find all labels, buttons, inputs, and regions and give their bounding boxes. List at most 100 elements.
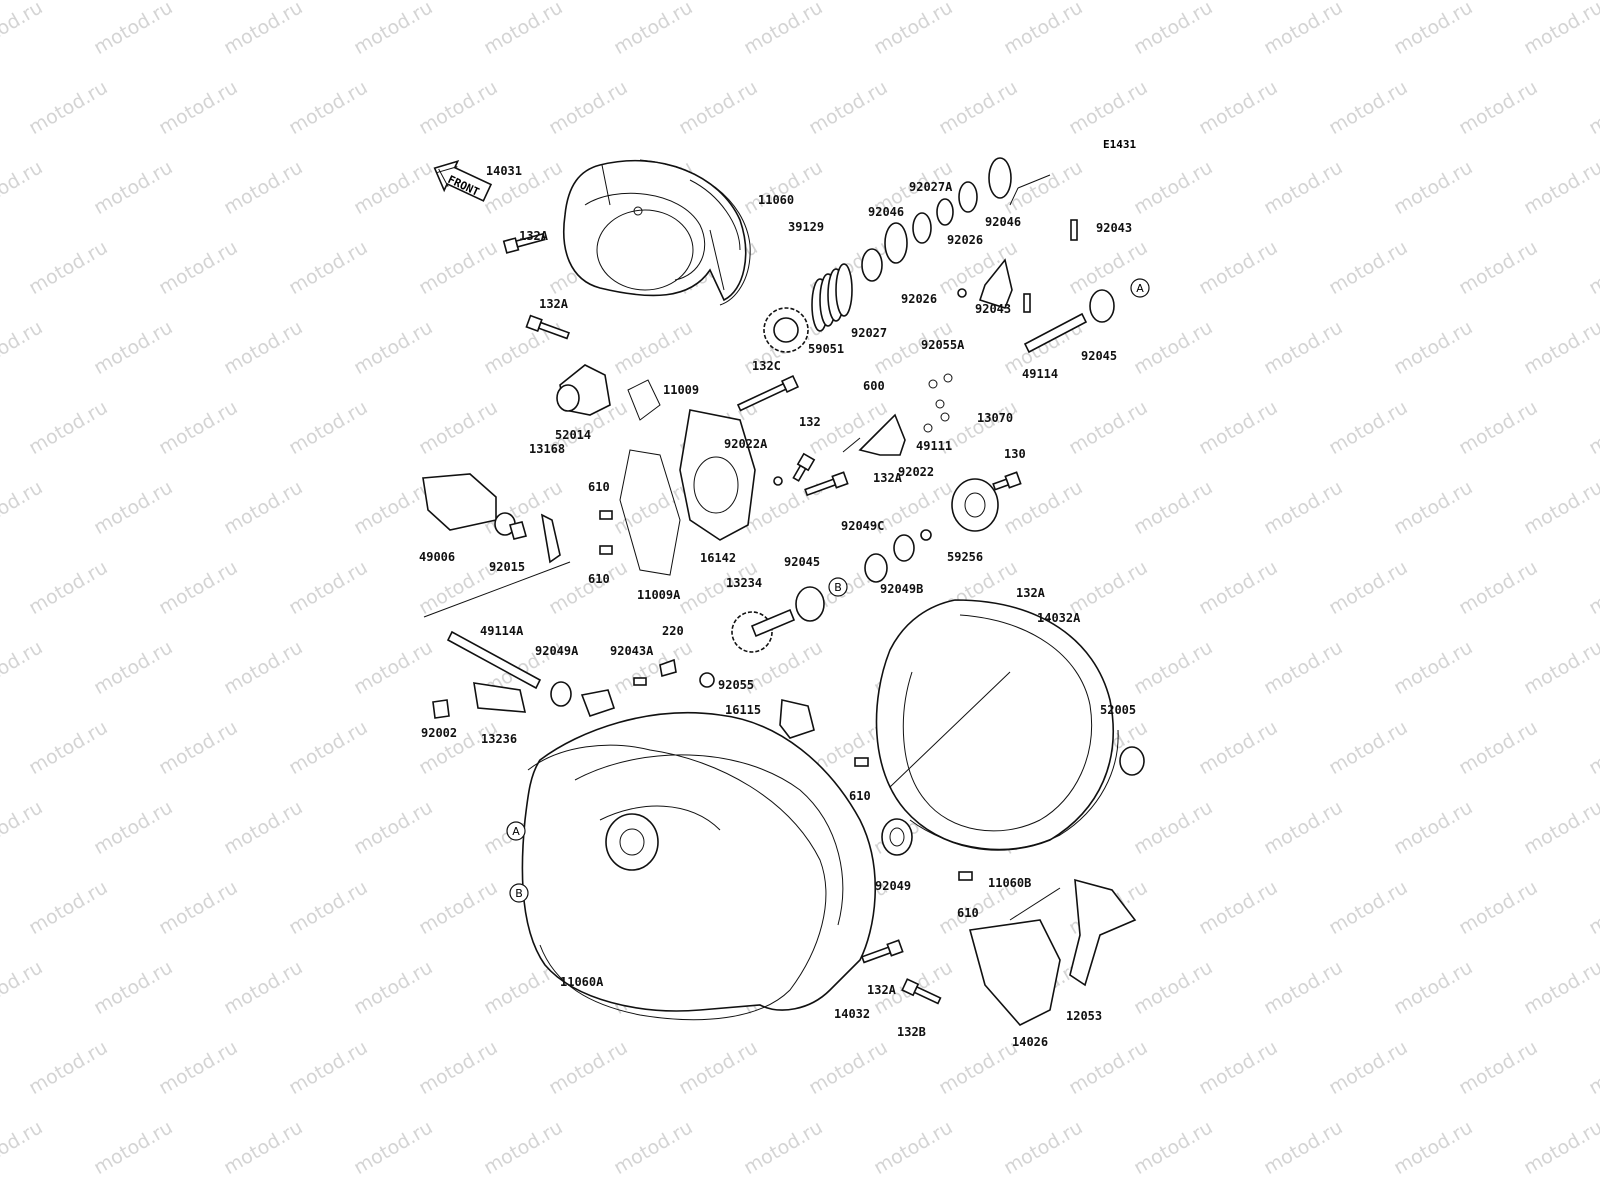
part-number-label: 49114 [1022,367,1058,381]
pin-drawing [1070,219,1078,241]
part-number-label: 610 [588,480,610,494]
part-number-label: 610 [849,789,871,803]
spring-drawing [811,263,853,332]
seal-drawing [864,553,888,583]
breather-drawing [422,473,497,531]
bolt-drawing [502,232,546,254]
shaft-drawing [1023,312,1088,354]
crankcase-cover-drawing [574,754,844,926]
gasket-drawing [619,449,681,576]
part-number-label: 610 [957,906,979,920]
leader-lines [423,174,1061,921]
bearing-drawing [1089,289,1115,323]
part-number-label: 49111 [916,439,952,453]
bolt-drawing [792,452,816,482]
part-number-label: 59051 [808,342,844,356]
ball-holder-drawing [858,413,906,456]
part-number-label: 13234 [726,576,762,590]
part-number-label: 92043 [975,302,1011,316]
callout-marker: B [509,883,529,903]
part-number-label: 132A [867,983,897,997]
dowel-drawing [599,545,613,555]
washer-drawing [920,529,932,541]
part-number-label: 132A [519,229,549,243]
ball-drawing [928,379,938,389]
part-number-label: 49006 [419,550,455,564]
washer-drawing [958,181,978,213]
part-number-label: 11060A [560,975,604,989]
dowel-drawing [599,510,613,520]
seal-drawing [1119,746,1145,776]
part-number-label: 92026 [901,292,937,306]
part-number-label: 11060 [758,193,794,207]
dowel-drawing [958,871,973,881]
part-number-label: 92002 [421,726,457,740]
part-number-label: 92022 [898,465,934,479]
oring-drawing [957,288,967,298]
front-arrow-icon [433,159,493,202]
washer-drawing [861,248,883,282]
part-number-label: 610 [588,572,610,586]
washer-drawing [936,198,954,226]
oring-drawing [699,672,715,688]
crankcase-gasket-drawing [527,744,827,1021]
part-number-label: 14031 [486,164,522,178]
part-number-label: 92026 [947,233,983,247]
part-number-label: 92055 [718,678,754,692]
part-number-label: 39129 [788,220,824,234]
callout-letter: B [834,581,842,594]
part-number-label: 132B [897,1025,926,1039]
gasket-drawing [627,379,661,421]
gear-drawing [964,492,986,518]
part-number-label: 132A [539,297,569,311]
part-number-label: 132C [752,359,781,373]
crankcase-cover-drawing [619,828,645,856]
seal-drawing [881,818,913,856]
part-number-label: 49114A [480,624,524,638]
part-number-label: 14032 [834,1007,870,1021]
part-number-label: 12053 [1066,1009,1102,1023]
part-labels: 1403111060132A132A391299204692027A920469… [419,164,1136,1049]
fitting-drawing [580,689,616,718]
part-number-label: 92043 [1096,221,1132,235]
bolt-drawing [432,699,450,719]
bearing-drawing [988,157,1012,199]
bracket-drawing [473,682,527,713]
part-number-label: 14026 [1012,1035,1048,1049]
part-number-label: 92049A [535,644,579,658]
fitting-drawing [556,384,580,412]
part-number-label: 92049C [841,519,884,533]
part-number-label: 11009A [637,588,681,602]
callout-marker: A [1130,278,1150,298]
washer-drawing [912,212,932,244]
pump-cover-drawing [679,409,756,541]
impeller-drawing [978,258,1013,309]
diagram-code: E1431 [1103,138,1136,151]
part-number-label: 13168 [529,442,565,456]
filler-cap-drawing [779,699,815,739]
part-number-label: 92055A [921,338,965,352]
crankcase-cover-drawing [605,813,659,871]
clutch-cover-drawing [563,159,747,302]
seal-drawing [889,827,905,847]
part-number-label: 16115 [725,703,761,717]
seal-drawing [893,534,915,562]
crankcase-cover-drawing [521,711,876,1012]
part-number-label: 13070 [977,411,1013,425]
part-number-label: 132A [873,471,903,485]
part-number-label: 92015 [489,560,525,574]
part-number-label: 92046 [868,205,904,219]
bolt-drawing [992,471,1022,491]
ball-drawing [943,373,953,383]
part-number-label: 92027 [851,326,887,340]
bearing-drawing [795,586,825,622]
part-number-label: 92049B [880,582,923,596]
ball-drawing [940,412,950,422]
part-number-label: 132A [1016,586,1046,600]
ball-drawing [935,399,945,409]
outer-cover-drawing [875,599,1114,851]
pin-drawing [1023,293,1031,313]
part-number-label: 52005 [1100,703,1136,717]
